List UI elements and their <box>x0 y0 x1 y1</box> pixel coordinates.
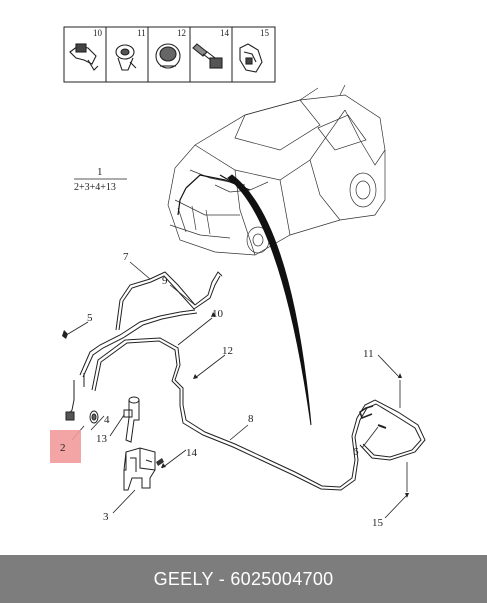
parts-table-cell-11: 11 <box>137 28 146 38</box>
part-2-nozzle-bracket <box>65 373 85 421</box>
callout-8: 8 <box>248 413 254 425</box>
callout-15: 15 <box>372 517 384 529</box>
callout-9: 9 <box>162 275 168 287</box>
hose-8 <box>91 337 426 491</box>
callout-13: 13 <box>96 433 108 445</box>
parts-table <box>63 26 276 83</box>
part-4-grommet <box>89 410 99 424</box>
part-5-fastener <box>62 330 68 339</box>
leader-arrowheads <box>161 312 409 498</box>
parts-table-cell-10: 10 <box>93 28 103 38</box>
callout-14: 14 <box>186 447 198 459</box>
group-callout-number: 1 <box>97 166 103 178</box>
car-outline <box>167 84 386 256</box>
clip-icon <box>69 43 99 71</box>
callout-4: 4 <box>104 414 110 426</box>
callout-12: 12 <box>222 345 233 357</box>
part-13-pump <box>123 396 140 443</box>
callout-3: 3 <box>103 511 109 523</box>
leader-lines <box>67 261 408 519</box>
cap-icon <box>155 43 181 69</box>
hose-10 <box>79 309 198 378</box>
footer-label: GEELY - 6025004700 <box>153 568 334 589</box>
nozzle-connector-6 <box>359 405 374 419</box>
detail-pointer-swoosh <box>227 174 312 426</box>
group-callout-parts: 2+3+4+13 <box>74 182 116 193</box>
highlighted-part-marker <box>50 430 81 463</box>
part-14-bolt <box>156 458 164 466</box>
parts-table-cell-12: 12 <box>177 28 186 38</box>
parts-table-cell-15: 15 <box>260 28 270 38</box>
hose-7 <box>115 271 223 331</box>
callout-11: 11 <box>363 348 374 360</box>
callout-5: 5 <box>87 312 93 324</box>
callout-10: 10 <box>212 308 224 320</box>
grommet-icon <box>115 44 137 71</box>
washer-system-diagram: 10 11 12 14 15 1 2+3+4+13 <box>62 26 426 529</box>
footer-bar: GEELY - 6025004700 <box>0 555 487 603</box>
callout-7: 7 <box>123 251 129 263</box>
bolt-icon <box>192 43 223 69</box>
parts-table-cell-14: 14 <box>220 28 230 38</box>
callout-6: 6 <box>353 446 359 458</box>
part-6-tip <box>377 424 387 429</box>
bracket-icon <box>239 43 263 73</box>
washer-reservoir <box>123 447 156 491</box>
